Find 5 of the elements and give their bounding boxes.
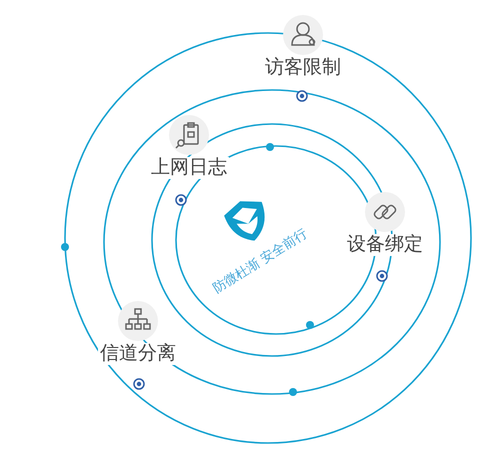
feature-label: 访客限制: [263, 57, 343, 79]
slogan-text: 防微杜渐 安全前行: [210, 225, 311, 298]
feature-label: 设备绑定: [345, 234, 425, 256]
feature-label: 信道分离: [98, 343, 178, 365]
feature-label: 上网日志: [149, 157, 229, 179]
